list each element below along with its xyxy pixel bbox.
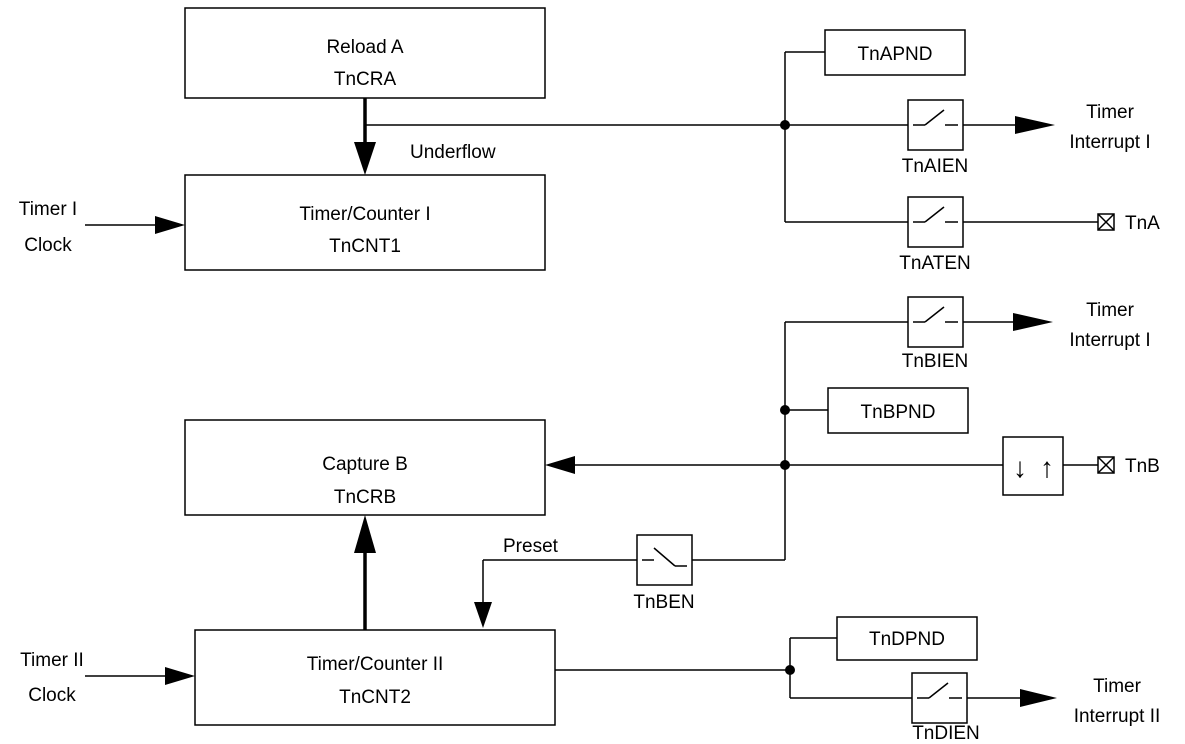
tnaten-switch: TnATEN — [899, 196, 971, 274]
underflow-label: Underflow — [410, 142, 496, 163]
capture-b-register: TnCRB — [334, 487, 396, 508]
tndien-label: TnDIEN — [912, 723, 980, 744]
tnbien-label: TnBIEN — [902, 351, 969, 372]
tnaien-switch: TnAIEN — [902, 99, 969, 177]
tnapnd-register: TnAPND — [824, 29, 966, 76]
reload-a-label: Reload A — [326, 37, 403, 58]
falling-edge-arrow: ↓ — [1013, 452, 1027, 483]
tnbpnd-label: TnBPND — [861, 402, 936, 423]
tndpnd-label: TnDPND — [869, 629, 945, 650]
tna-pin: TnA — [1097, 213, 1160, 234]
interrupt-d-output: Timer Interrupt II — [1074, 676, 1161, 727]
capture-b-block: Capture B TnCRB — [184, 419, 546, 516]
timer1-clock-line2: Clock — [24, 235, 72, 256]
edge-detector: ↓ ↑ — [1002, 436, 1064, 496]
tnb-label: TnB — [1125, 456, 1160, 477]
interrupt-d-line2: Interrupt II — [1074, 706, 1161, 727]
timer-counter-2-block: Timer/Counter II TnCNT2 — [194, 629, 556, 726]
timer-counter-1-block: Timer/Counter I TnCNT1 — [184, 174, 546, 271]
timer1-clock-input: Timer I Clock — [19, 199, 77, 256]
interrupt-d-line1: Timer — [1093, 676, 1142, 697]
timer-counter-1-label: Timer/Counter I — [299, 204, 430, 225]
tndpnd-register: TnDPND — [836, 616, 978, 661]
junction-dots — [780, 120, 795, 675]
timer2-clock-input: Timer II Clock — [20, 650, 84, 706]
preset-label: Preset — [503, 536, 559, 557]
interrupt-a-output: Timer Interrupt I — [1069, 102, 1150, 153]
interrupt-b-output: Timer Interrupt I — [1069, 300, 1150, 351]
tnb-pin: TnB — [1097, 456, 1160, 477]
interrupt-a-line1: Timer — [1086, 102, 1135, 123]
tnbpnd-register: TnBPND — [827, 387, 969, 434]
reload-a-block: Reload A TnCRA — [184, 7, 546, 99]
reload-a-register: TnCRA — [334, 69, 397, 90]
timer-counter-2-label: Timer/Counter II — [307, 654, 444, 675]
rising-edge-arrow: ↑ — [1040, 452, 1054, 483]
timer2-clock-line2: Clock — [28, 685, 76, 706]
interrupt-b-line1: Timer — [1086, 300, 1135, 321]
arrowheads — [155, 116, 1057, 707]
tnbien-switch: TnBIEN — [902, 296, 969, 372]
interrupt-a-line2: Interrupt I — [1069, 132, 1150, 153]
timer-counter-2-register: TnCNT2 — [339, 687, 411, 708]
tnapnd-label: TnAPND — [858, 44, 933, 65]
interrupt-b-line2: Interrupt I — [1069, 330, 1150, 351]
wires — [85, 51, 1098, 699]
timer-counter-1-register: TnCNT1 — [329, 236, 401, 257]
tndien-switch: TnDIEN — [911, 672, 980, 744]
tnben-label: TnBEN — [633, 592, 694, 613]
tnaten-label: TnATEN — [899, 253, 970, 274]
tnben-switch: TnBEN — [633, 534, 695, 613]
timer1-clock-line1: Timer I — [19, 199, 77, 220]
capture-b-label: Capture B — [322, 454, 408, 475]
tna-label: TnA — [1125, 213, 1160, 234]
timer2-clock-line1: Timer II — [20, 650, 84, 671]
tnaien-label: TnAIEN — [902, 156, 969, 177]
